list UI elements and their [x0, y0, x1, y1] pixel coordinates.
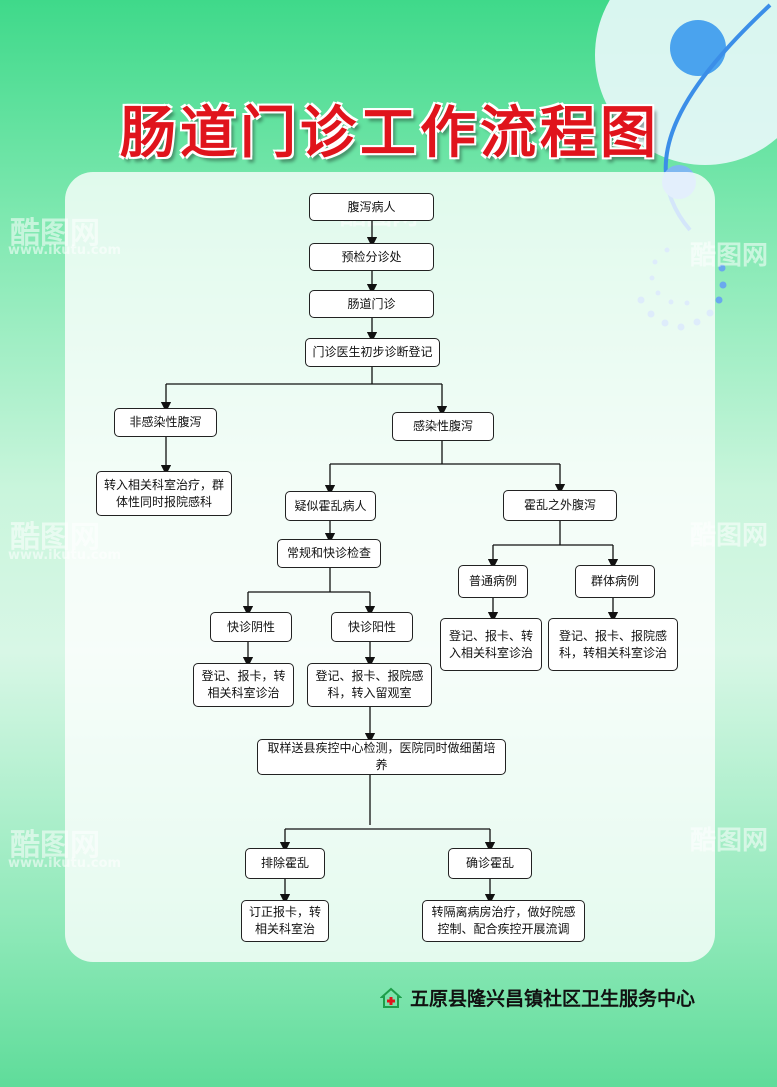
node-intestinal-clinic: 肠道门诊 — [309, 290, 434, 318]
node-exclude-action: 订正报卡，转相关科室治 — [241, 900, 329, 942]
watermark-logo: 酷图网 — [690, 521, 769, 551]
node-rapid-negative: 快诊阴性 — [210, 612, 292, 642]
watermark-url: www.ikutu.com — [8, 856, 122, 871]
node-infectious: 感染性腹泻 — [392, 412, 494, 441]
node-group-case: 群体病例 — [575, 565, 655, 598]
node-suspected-cholera: 疑似霍乱病人 — [285, 491, 376, 521]
node-patient: 腹泻病人 — [309, 193, 434, 221]
watermark-logo: 酷图网 — [10, 520, 100, 555]
node-other-diarrhea: 霍乱之外腹泻 — [503, 490, 617, 521]
watermark-url: www.ikutu.com — [8, 548, 122, 563]
node-common-action: 登记、报卡、转入相关科室诊治 — [440, 618, 542, 671]
node-initial-diagnosis: 门诊医生初步诊断登记 — [305, 338, 440, 367]
node-confirm-action: 转隔离病房治疗，做好院感控制、配合疾控开展流调 — [422, 900, 585, 942]
watermark-url: www.ikutu.com — [8, 243, 122, 258]
node-common-case: 普通病例 — [458, 565, 528, 598]
node-non-infectious-action: 转入相关科室治疗，群体性同时报院感科 — [96, 471, 232, 516]
node-positive-action: 登记、报卡、报院感科，转入留观室 — [307, 663, 432, 707]
node-negative-action: 登记、报卡，转相关科室诊治 — [193, 663, 294, 707]
node-routine-test: 常规和快诊检查 — [277, 539, 381, 568]
node-exclude-cholera: 排除霍乱 — [245, 848, 325, 879]
watermark-logo: 酷图网 — [10, 828, 100, 863]
watermark-logo: 酷图网 — [690, 241, 769, 271]
watermark-logo: 酷图网 — [690, 826, 769, 856]
footer: 五原县隆兴昌镇社区卫生服务中心 — [380, 984, 695, 1011]
footer-organization: 五原县隆兴昌镇社区卫生服务中心 — [410, 988, 696, 1010]
node-pre-triage: 预检分诊处 — [309, 243, 434, 271]
node-sampling: 取样送县疾控中心检测，医院同时做细菌培养 — [257, 739, 506, 775]
node-confirm-cholera: 确诊霍乱 — [448, 848, 532, 879]
node-rapid-positive: 快诊阳性 — [331, 612, 413, 642]
watermark-logo: 酷图网 — [10, 216, 100, 251]
blue-circle — [670, 20, 726, 76]
health-center-logo-icon — [380, 987, 402, 1008]
node-group-action: 登记、报卡、报院感科，转相关科室诊治 — [548, 618, 678, 671]
node-non-infectious: 非感染性腹泻 — [114, 408, 217, 437]
page-title: 肠道门诊工作流程图 — [120, 100, 660, 166]
